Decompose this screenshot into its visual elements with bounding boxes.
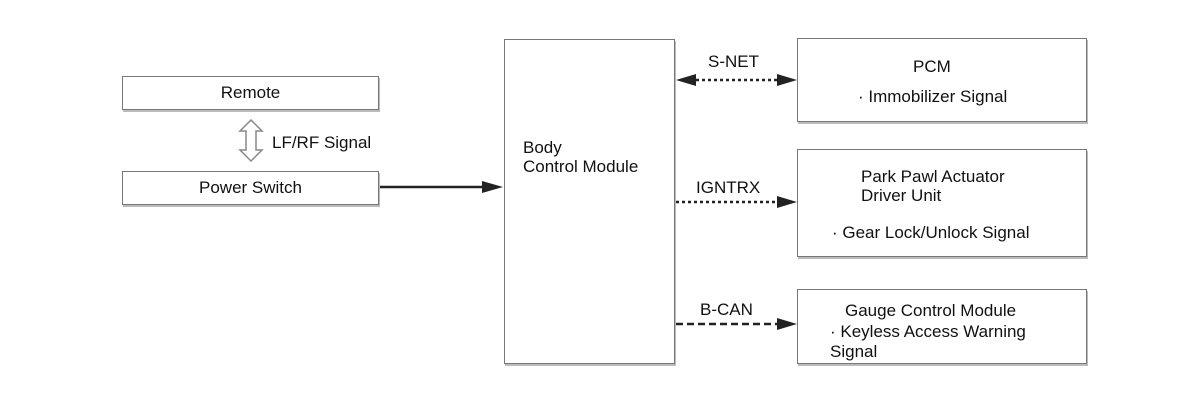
park-pawl-signal: · Gear Lock/Unlock Signal bbox=[832, 223, 1030, 242]
lf-rf-arrow bbox=[238, 118, 264, 163]
gauge-title: Gauge Control Module bbox=[845, 301, 1017, 320]
power-switch-arrowhead bbox=[482, 181, 503, 193]
snet-arrowhead-right bbox=[777, 74, 797, 86]
snet-arrowhead-left bbox=[676, 74, 696, 86]
power-switch-label: Power Switch bbox=[199, 178, 302, 197]
igntrx-arrowhead bbox=[777, 196, 797, 208]
park-pawl-line2: Driver Unit bbox=[861, 186, 942, 205]
pcm-box bbox=[797, 38, 1087, 122]
pcm-signal: · Immobilizer Signal bbox=[858, 87, 1008, 106]
gauge-signal-line2: Signal bbox=[830, 342, 878, 361]
bcm-label-line2: Control Module bbox=[523, 157, 639, 176]
snet-label: S-NET bbox=[708, 52, 759, 71]
remote-box bbox=[122, 76, 379, 110]
remote-label: Remote bbox=[220, 83, 281, 102]
power-switch-box bbox=[122, 171, 379, 205]
park-pawl-box bbox=[797, 149, 1087, 257]
bcan-arrowhead bbox=[777, 318, 797, 330]
igntrx-label: IGNTRX bbox=[696, 178, 761, 197]
bcm-label-line1: Body bbox=[523, 138, 562, 157]
gauge-signal-line1: · Keyless Access Warning bbox=[830, 322, 1026, 341]
pcm-title: PCM bbox=[913, 57, 951, 76]
bcan-label: B-CAN bbox=[700, 300, 753, 319]
park-pawl-line1: Park Pawl Actuator bbox=[861, 167, 1005, 186]
bcm-box bbox=[504, 39, 675, 364]
lf-rf-label: LF/RF Signal bbox=[272, 133, 372, 152]
gauge-box bbox=[797, 289, 1087, 364]
